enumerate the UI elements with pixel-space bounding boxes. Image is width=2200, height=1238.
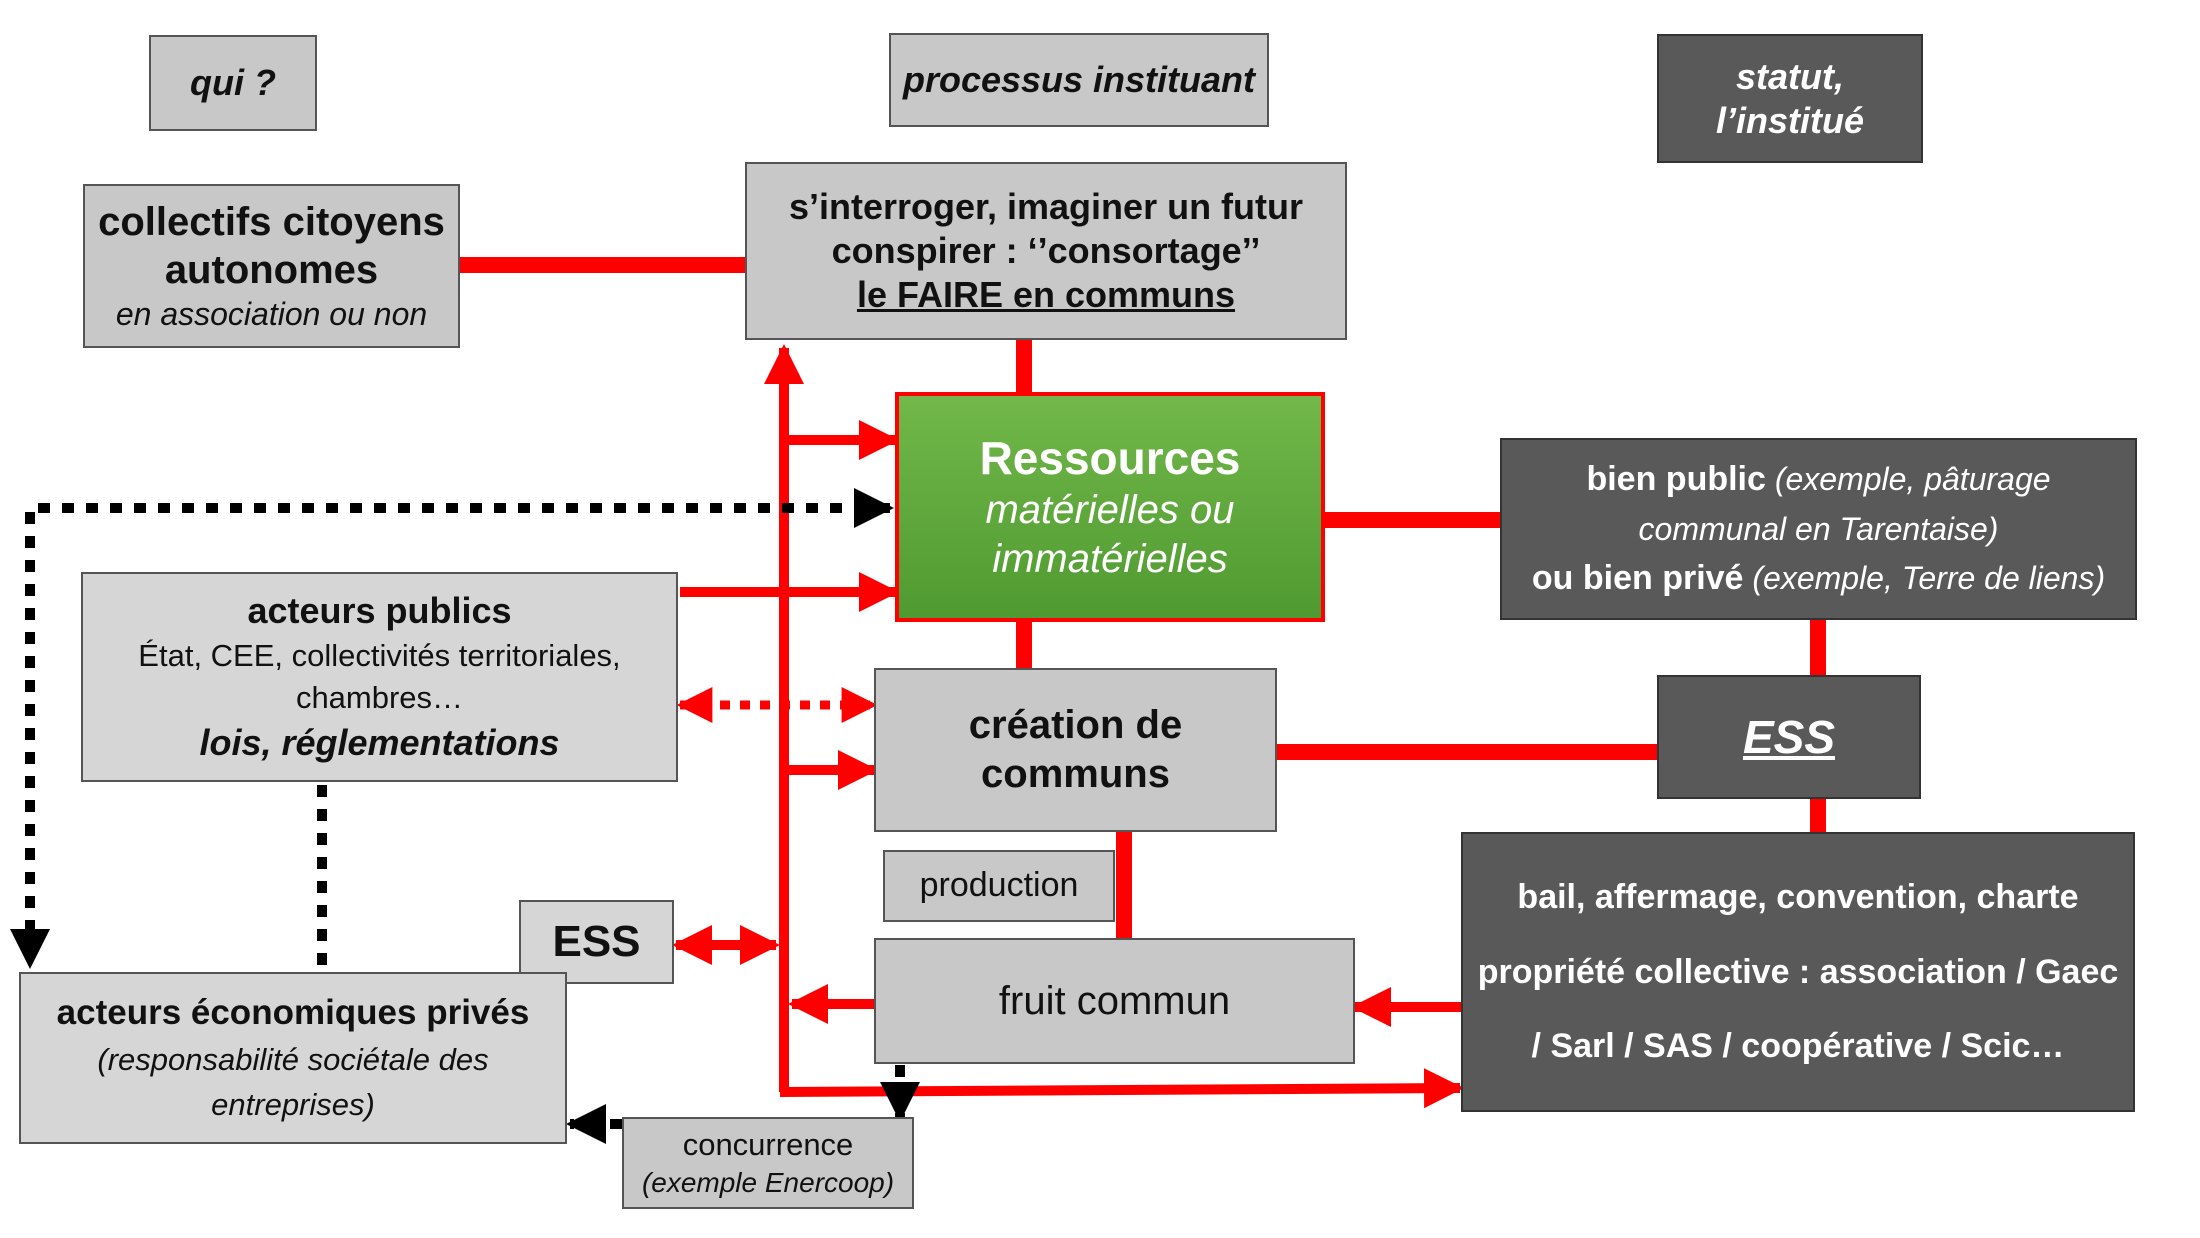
ressources-box: Ressources matérielles ou immatérielles bbox=[895, 392, 1325, 622]
bien-line3: ou bien privé (exemple, Terre de liens) bbox=[1532, 553, 2105, 604]
concurrence-line1: concurrence bbox=[682, 1126, 854, 1162]
dotted-links bbox=[10, 488, 920, 1144]
acteurs-publics-line2: État, CEE, collectivités territoriales, bbox=[138, 638, 621, 674]
bien-public-example: (exemple, pâturage bbox=[1774, 461, 2051, 497]
interroger-box: s’interroger, imaginer un futur conspire… bbox=[745, 162, 1347, 340]
collectifs-citoyens-box: collectifs citoyens autonomes en associa… bbox=[83, 184, 460, 348]
bien-public-label: bien public bbox=[1586, 460, 1766, 498]
acteurs-publics-title: acteurs publics bbox=[247, 589, 512, 631]
acteurs-eco-line2: (responsabilité sociétale des bbox=[97, 1042, 489, 1078]
header-status-line1: statut, bbox=[1736, 55, 1844, 97]
ressources-title: Ressources bbox=[979, 432, 1241, 485]
arrow-bottom-to-statut bbox=[779, 1068, 1464, 1109]
ressources-line3: immatérielles bbox=[992, 537, 1228, 582]
collectifs-line3: en association ou non bbox=[115, 296, 428, 333]
statut-line3: / Sarl / SAS / coopérative / Scic… bbox=[1531, 1027, 2065, 1066]
bien-prive-label: ou bien privé bbox=[1531, 559, 1744, 597]
creation-line1: création de bbox=[968, 703, 1183, 748]
fruit-commun-label: fruit commun bbox=[998, 978, 1231, 1023]
ressources-line2: matérielles ou bbox=[985, 488, 1235, 533]
interroger-line1: s’interroger, imaginer un futur bbox=[788, 186, 1304, 228]
interroger-line2: conspirer : ‘’consortage’’ bbox=[831, 230, 1261, 272]
ess-right-box: ESS bbox=[1657, 675, 1921, 799]
ess-left-box: ESS bbox=[519, 900, 674, 984]
bien-line1: bien public (exemple, pâturage bbox=[1586, 454, 2050, 505]
creation-line2: communs bbox=[981, 752, 1170, 796]
production-label: production bbox=[919, 866, 1079, 905]
acteurs-eco-line3: entreprises) bbox=[211, 1087, 375, 1123]
bien-prive-example: (exemple, Terre de liens) bbox=[1752, 560, 2106, 596]
bien-box: bien public (exemple, pâturage communal … bbox=[1500, 438, 2137, 620]
production-box: production bbox=[883, 850, 1115, 922]
creation-communs-box: création de communs bbox=[874, 668, 1277, 832]
statut-forms-box: bail, affermage, convention, charte prop… bbox=[1461, 832, 2135, 1112]
acteurs-economiques-box: acteurs économiques privés (responsabili… bbox=[19, 972, 567, 1144]
statut-line2: propriété collective : association / Gae… bbox=[1477, 952, 2119, 991]
collectifs-line2: autonomes bbox=[164, 248, 379, 293]
header-who: qui ? bbox=[149, 35, 317, 131]
acteurs-eco-line1: acteurs économiques privés bbox=[56, 992, 530, 1032]
header-process: processus instituant bbox=[889, 33, 1269, 127]
red-links bbox=[460, 257, 1826, 940]
statut-line1: bail, affermage, convention, charte bbox=[1517, 877, 2079, 916]
acteurs-publics-line3: chambres… bbox=[295, 680, 464, 715]
acteurs-publics-box: acteurs publics État, CEE, collectivités… bbox=[81, 572, 678, 782]
collectifs-line1: collectifs citoyens bbox=[98, 199, 445, 244]
header-status-line2: l’institué bbox=[1715, 99, 1864, 141]
concurrence-box: concurrence (exemple Enercoop) bbox=[622, 1117, 914, 1209]
concurrence-line2: (exemple Enercoop) bbox=[641, 1166, 895, 1198]
fruit-commun-box: fruit commun bbox=[874, 938, 1355, 1064]
header-status: statut, l’institué bbox=[1657, 34, 1923, 163]
acteurs-publics-line4: lois, réglementations bbox=[199, 721, 560, 763]
header-who-text: qui ? bbox=[190, 62, 276, 104]
interroger-line3: le FAIRE en communs bbox=[856, 273, 1236, 315]
ess-right-label: ESS bbox=[1742, 710, 1836, 763]
header-process-text: processus instituant bbox=[902, 59, 1256, 101]
ess-left-label: ESS bbox=[552, 917, 641, 967]
bien-line2: communal en Tarentaise) bbox=[1638, 511, 1999, 547]
